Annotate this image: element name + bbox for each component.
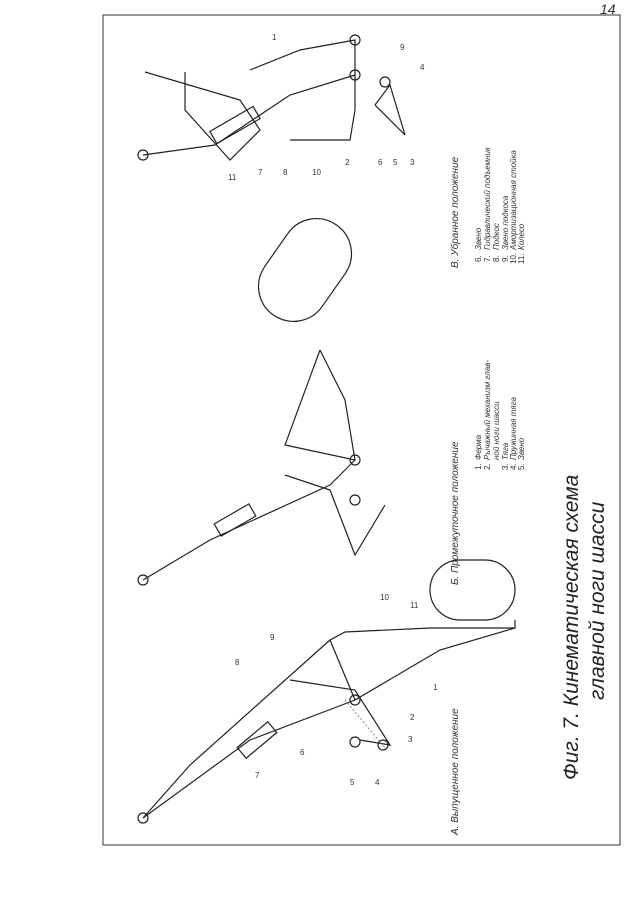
shock-strut-a	[329, 620, 516, 701]
lever-mechanism-b	[284, 474, 386, 557]
callout-5: 5	[350, 778, 355, 787]
callout-3: 3	[408, 735, 413, 744]
position-a-drawing	[137, 559, 516, 824]
callout-11: 11	[228, 173, 237, 182]
callout-11: 11	[410, 601, 419, 610]
legend-number-8: 8.	[492, 255, 501, 262]
legend-number-4: 4.	[509, 463, 518, 470]
pivot-v-1	[137, 149, 149, 161]
pivot-a-3	[377, 739, 389, 751]
legend-item-7: Гидравлический подъемник	[483, 146, 492, 250]
callout-2: 2	[410, 713, 415, 722]
spring-rod-v	[374, 83, 406, 136]
pivot-a-1	[137, 812, 149, 824]
callout-10: 10	[380, 593, 389, 602]
legend-number-9: 9.	[501, 255, 510, 262]
jack-cylinder-v	[209, 105, 261, 145]
callout-5: 5	[393, 158, 398, 167]
legend-number-10: 10.	[509, 253, 518, 264]
callout-8: 8	[283, 168, 288, 177]
callout-10: 10	[312, 168, 321, 177]
hydraulic-jack-a	[142, 699, 356, 819]
callout-6: 6	[378, 158, 383, 167]
pivot-v-2	[349, 34, 361, 46]
position-v-drawing	[137, 34, 406, 161]
callout-7: 7	[255, 771, 260, 780]
jack-cylinder-a	[236, 720, 278, 760]
callout-6: 6	[300, 748, 305, 757]
brace-a	[142, 639, 331, 819]
callout-8: 8	[235, 658, 240, 667]
legend-item-5: Звено	[517, 437, 526, 460]
legend-item-6: Звено	[474, 227, 483, 250]
legend-number-5: 5.	[517, 463, 526, 470]
legend: 1. Ферма 2. Рычажный механизм глав- ной …	[474, 146, 526, 470]
callout-1: 1	[433, 683, 438, 692]
legend-number-3: 3.	[501, 463, 510, 470]
callout-3: 3	[410, 158, 415, 167]
legend-number-6: 6.	[474, 255, 483, 262]
pivot-v-4	[379, 76, 391, 88]
callout-9: 9	[270, 633, 275, 642]
figure-title-line1: Фиг. 7. Кинематическая схема	[560, 475, 583, 780]
legend-item-11: Колесо	[517, 223, 526, 250]
legend-number-2: 2.	[483, 463, 492, 470]
legend-item-1: Ферма	[474, 434, 483, 460]
section-b-label: Б. Промежуточное положение	[450, 441, 461, 585]
callout-7: 7	[258, 168, 263, 177]
pivot-a-4	[349, 694, 361, 706]
pivot-a-2	[349, 736, 361, 748]
legend-number-1: 1.	[474, 463, 483, 470]
legend-item-3: Тяга	[501, 442, 510, 460]
legend-number-11: 11.	[517, 253, 526, 264]
callout-labels: 1 2 3 4 5 6 7 8 9 10 11 1 2 3 4 5 6 7 8 …	[228, 33, 438, 787]
pivot-b-2	[349, 454, 361, 466]
pivot-b-3	[349, 494, 361, 506]
callout-2: 2	[345, 158, 350, 167]
wheel-a	[429, 559, 516, 621]
shock-strut-v	[249, 39, 356, 141]
legend-item-2: Рычажный механизм глав-	[483, 360, 492, 460]
page-frame	[102, 14, 621, 846]
callout-4: 4	[420, 63, 425, 72]
legend-item-10: Амортизационная стойка	[509, 150, 518, 251]
callout-9: 9	[400, 43, 405, 52]
brace-b	[142, 459, 356, 581]
legend-number-7: 7.	[483, 255, 492, 262]
lever-mechanism-a	[289, 679, 392, 746]
pivot-b-1	[137, 574, 149, 586]
spring-rod-a	[344, 699, 386, 749]
page-number: 14	[600, 1, 616, 17]
wing-contour-v	[144, 71, 261, 161]
jack-cylinder-b	[213, 503, 257, 537]
callout-4: 4	[375, 778, 380, 787]
brace-v	[142, 74, 356, 156]
legend-item-4: Пружинная тяга	[509, 397, 518, 460]
wheel-b	[257, 218, 353, 322]
pivot-v-3	[349, 69, 361, 81]
legend-item-8: Подкос	[492, 223, 501, 250]
figure-title-line2: главной ноги шасси	[586, 501, 609, 700]
section-v-label: В. Убранное положение	[449, 156, 461, 268]
section-a-label: А. Выпущенное положение	[450, 708, 461, 836]
callout-1: 1	[272, 33, 277, 42]
position-b-drawing	[137, 218, 386, 586]
shock-strut-b	[284, 349, 356, 461]
legend-item-9: Звено подкоса	[501, 195, 510, 250]
legend-item-2-continued: ной ноги шасси	[492, 401, 501, 460]
